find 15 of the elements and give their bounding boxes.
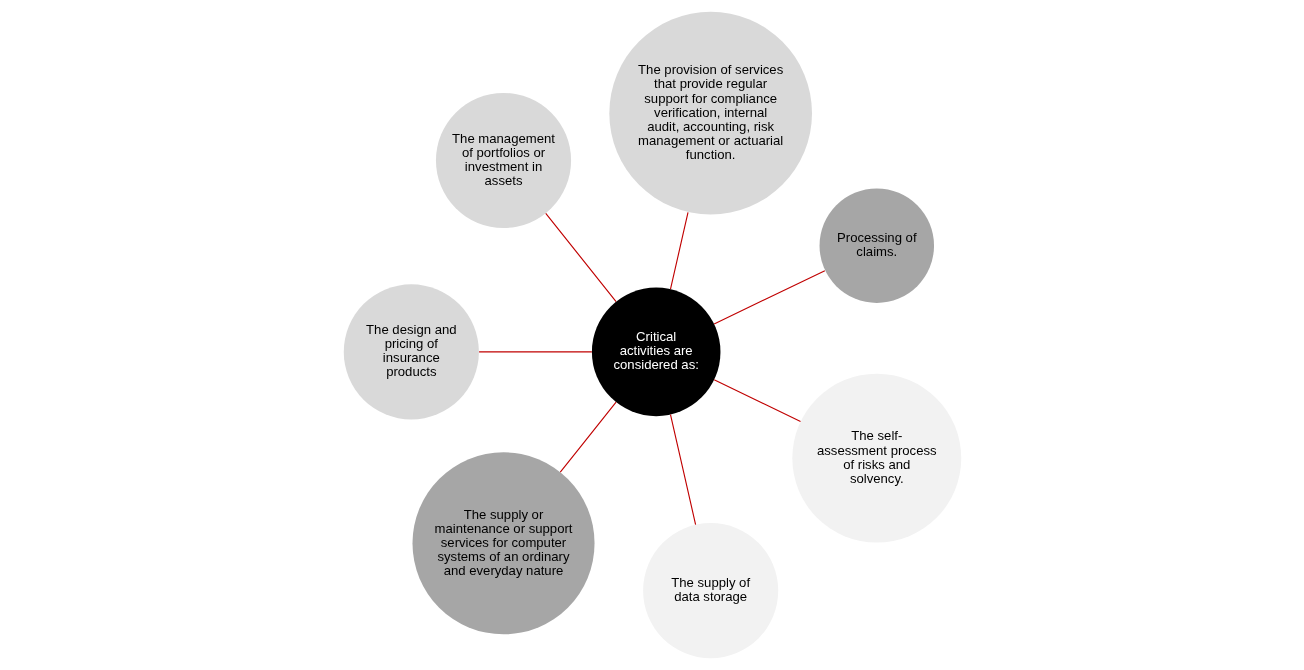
node-circle: The design and pricing of insurance products: [343, 284, 479, 420]
connector: [669, 211, 689, 290]
connector: [713, 270, 825, 325]
node-circle: The supply of data storage: [642, 523, 778, 659]
connector: [559, 401, 617, 473]
node-circle: Processing of claims.: [819, 188, 934, 303]
node-circle: The provision of services that provide regular support for compliance verification, internal audit, accounting, risk management or actuarial function.: [608, 11, 812, 215]
connector: [478, 351, 592, 353]
node-circle: The supply or maintenance or support services for computer systems of an ordinary and everyday nature: [412, 452, 595, 635]
connector: [669, 414, 696, 526]
node-circle: The management of portfolios or investment in assets: [435, 92, 571, 228]
node-circle: The self-assessment process of risks and solvency.: [791, 373, 961, 543]
node-circle: Critical activities are considered as:: [591, 287, 720, 417]
connector: [713, 379, 801, 422]
connector: [544, 212, 617, 303]
